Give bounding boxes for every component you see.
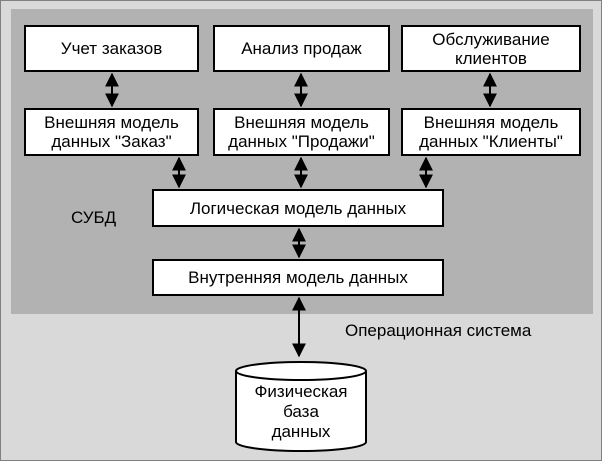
logical-model-label: Логическая модель данных <box>189 198 407 218</box>
external-model-customers-label: Внешняя модель данных "Клиенты" <box>419 113 563 151</box>
app-box-sales-analysis-label: Анализ продаж <box>241 39 362 58</box>
database-cylinder-icon <box>235 361 367 452</box>
app-box-customer-service-label: Обслуживание клиентов <box>432 29 550 68</box>
logical-model-box: Логическая модель данных <box>152 189 444 227</box>
external-model-orders: Внешняя модель данных "Заказ" <box>24 108 199 156</box>
external-model-orders-label: Внешняя модель данных "Заказ" <box>44 113 179 151</box>
internal-model-box: Внутренняя модель данных <box>152 259 444 296</box>
app-box-orders: Учет заказов <box>24 25 199 72</box>
internal-model-label: Внутренняя модель данных <box>188 268 408 287</box>
external-model-sales-label: Внешняя модель данных "Продажи" <box>228 113 375 151</box>
app-box-orders-label: Учет заказов <box>60 39 163 58</box>
physical-db-label: Физическая база данных <box>254 382 348 441</box>
dbms-label: СУБД <box>71 208 117 227</box>
external-model-customers: Внешняя модель данных "Клиенты" <box>401 108 581 156</box>
os-label: Операционная система <box>345 321 532 340</box>
app-box-customer-service: Обслуживание клиентов <box>401 25 581 72</box>
app-box-sales-analysis: Анализ продаж <box>213 25 390 72</box>
external-model-sales: Внешняя модель данных "Продажи" <box>213 108 390 156</box>
